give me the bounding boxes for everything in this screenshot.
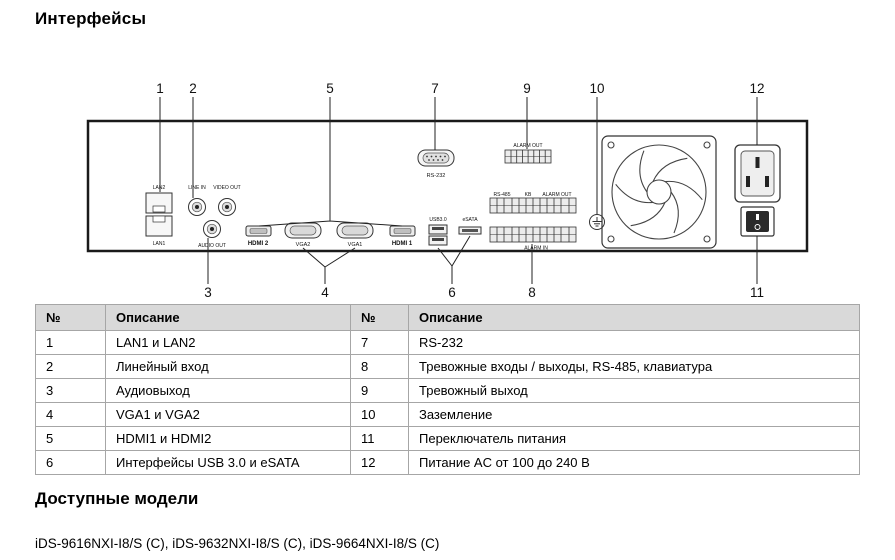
cell-desc: Линейный вход: [105, 354, 351, 379]
page-title: Интерфейсы: [35, 9, 147, 28]
power-switch: [740, 206, 775, 237]
lan-ports: [145, 192, 173, 237]
interfaces-table: № Описание № Описание 1 LAN1 и LAN2 7 RS…: [35, 304, 860, 475]
hdmi2-label: HDMI 2: [248, 241, 269, 247]
callout-9: 9: [523, 81, 531, 96]
cell-desc: RS-232: [408, 330, 860, 355]
hdmi1-label: HDMI 1: [392, 241, 413, 247]
audio-out-jack: [203, 220, 221, 238]
callout-4: 4: [321, 285, 329, 300]
header-desc-left: Описание: [105, 304, 351, 331]
header-num-right: №: [350, 304, 409, 331]
table-row: 4 VGA1 и VGA2 10 Заземление: [35, 402, 860, 427]
terminal-block-upper: [489, 197, 577, 214]
cell-desc: Заземление: [408, 402, 860, 427]
header-num-left: №: [35, 304, 106, 331]
table-row: 1 LAN1 и LAN2 7 RS-232: [35, 330, 860, 355]
usb-ports: [428, 224, 448, 246]
video-out-jack: [218, 198, 236, 216]
alarm-out-mid-label: ALARM OUT: [542, 192, 571, 198]
alarm-in-label: ALARM IN: [524, 246, 548, 252]
line-in-jack: [188, 198, 206, 216]
terminal-block-lower: [489, 226, 577, 243]
cell-desc: LAN1 и LAN2: [105, 330, 351, 355]
callout-2: 2: [189, 81, 197, 96]
cell-desc: Тревожный выход: [408, 378, 860, 403]
cell-num: 6: [35, 450, 106, 475]
cell-num: 5: [35, 426, 106, 451]
hdmi1-port: [389, 225, 416, 237]
cell-num: 9: [350, 378, 409, 403]
cell-num: 12: [350, 450, 409, 475]
table-row: 5 HDMI1 и HDMI2 11 Переключатель питания: [35, 426, 860, 451]
callout-7: 7: [431, 81, 439, 96]
callout-12: 12: [749, 81, 764, 96]
alarm-out-top-label: ALARM OUT: [513, 143, 542, 149]
vga1-label: VGA1: [348, 242, 363, 248]
cell-desc: VGA1 и VGA2: [105, 402, 351, 427]
table-header-row: № Описание № Описание: [35, 304, 860, 331]
cooling-fan: [601, 135, 717, 249]
header-desc-right: Описание: [408, 304, 860, 331]
cell-num: 2: [35, 354, 106, 379]
lan2-label: LAN2: [153, 185, 166, 191]
models-heading: Доступные модели: [35, 489, 199, 508]
callout-5: 5: [326, 81, 334, 96]
esata-port: [458, 226, 482, 235]
cell-num: 3: [35, 378, 106, 403]
cell-num: 1: [35, 330, 106, 355]
rear-panel-diagram: 1 2 5 7 9 10 12 3 4 6 8 11 LAN2 LAN1 LIN…: [86, 81, 809, 300]
chassis-outline: [86, 119, 809, 253]
cell-num: 8: [350, 354, 409, 379]
ground-screw: [589, 214, 605, 230]
cell-desc: Переключатель питания: [408, 426, 860, 451]
rs232-label: RS-232: [427, 173, 446, 179]
esata-label: eSATA: [462, 217, 478, 223]
video-out-label: VIDEO OUT: [213, 185, 241, 191]
vga2-label: VGA2: [296, 242, 311, 248]
cell-desc: Интерфейсы USB 3.0 и eSATA: [105, 450, 351, 475]
vga1-port: [336, 222, 374, 239]
lan1-label: LAN1: [153, 241, 166, 247]
rs232-port: [417, 149, 455, 167]
cell-num: 4: [35, 402, 106, 427]
callout-1: 1: [156, 81, 164, 96]
callout-8: 8: [528, 285, 536, 300]
cell-num: 10: [350, 402, 409, 427]
table-row: 3 Аудиовыход 9 Тревожный выход: [35, 378, 860, 403]
audio-out-label: AUDIO OUT: [198, 243, 226, 249]
kb-label: KB: [525, 192, 532, 198]
callout-10: 10: [589, 81, 604, 96]
leader-lines: [159, 97, 758, 284]
cell-num: 7: [350, 330, 409, 355]
ac-power-inlet: [734, 144, 781, 203]
cell-num: 11: [350, 426, 409, 451]
line-in-label: LINE IN: [188, 185, 206, 191]
models-list: iDS-9616NXI-I8/S (C), iDS-9632NXI-I8/S (…: [35, 536, 440, 551]
cell-desc: Питание AC от 100 до 240 В: [408, 450, 860, 475]
usb-label: USB3.0: [429, 217, 446, 223]
rs485-label: RS-485: [494, 192, 511, 198]
callout-6: 6: [448, 285, 456, 300]
cell-desc: Тревожные входы / выходы, RS-485, клавиа…: [408, 354, 860, 379]
table-row: 2 Линейный вход 8 Тревожные входы / выхо…: [35, 354, 860, 379]
table-row: 6 Интерфейсы USB 3.0 и eSATA 12 Питание …: [35, 450, 860, 475]
vga2-port: [284, 222, 322, 239]
callout-3: 3: [204, 285, 212, 300]
callout-11: 11: [750, 285, 764, 300]
hdmi2-port: [245, 225, 272, 237]
cell-desc: HDMI1 и HDMI2: [105, 426, 351, 451]
cell-desc: Аудиовыход: [105, 378, 351, 403]
alarm-out-terminal: [504, 149, 552, 164]
